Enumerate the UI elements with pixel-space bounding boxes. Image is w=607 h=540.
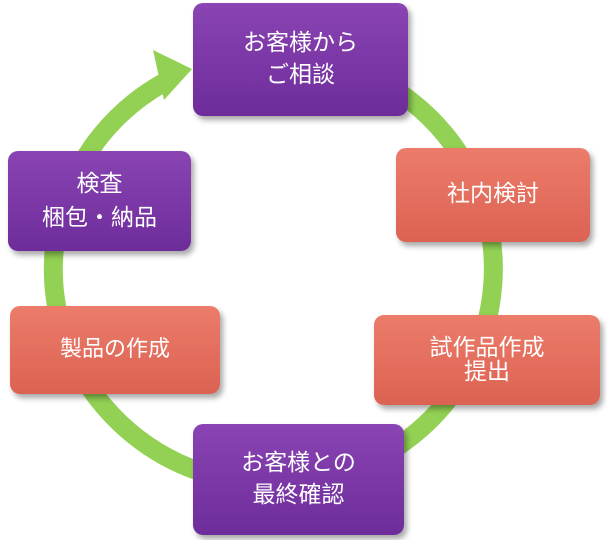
step-inspection-line-1: 検査 xyxy=(76,170,123,197)
step-prototype-line-1: 試作品作成 xyxy=(429,334,545,361)
step-final-confirmation-line-2: 最終確認 xyxy=(252,481,345,508)
step-final-confirmation-line-1: お客様との xyxy=(241,450,356,477)
step-consultation-line-1: お客様から xyxy=(243,30,358,57)
step-production: 製品の作成 xyxy=(10,306,220,394)
step-final-confirmation: お客様との 最終確認 xyxy=(193,424,404,535)
step-consultation-line-2: ご相談 xyxy=(266,61,335,88)
step-consultation: お客様から ご相談 xyxy=(193,3,408,116)
step-production-label: 製品の作成 xyxy=(59,337,170,363)
step-internal-review: 社内検討 xyxy=(396,148,590,242)
step-inspection-delivery: 検査 梱包・納品 xyxy=(8,151,191,251)
step-prototype: 試作品作成 提出 xyxy=(374,315,600,405)
step-prototype-line-2: 提出 xyxy=(464,359,510,385)
step-inspection-line-2: 梱包・納品 xyxy=(42,205,157,231)
cycle-arrowhead xyxy=(153,50,192,100)
step-internal-review-label: 社内検討 xyxy=(447,181,539,208)
cycle-ring xyxy=(43,50,503,494)
